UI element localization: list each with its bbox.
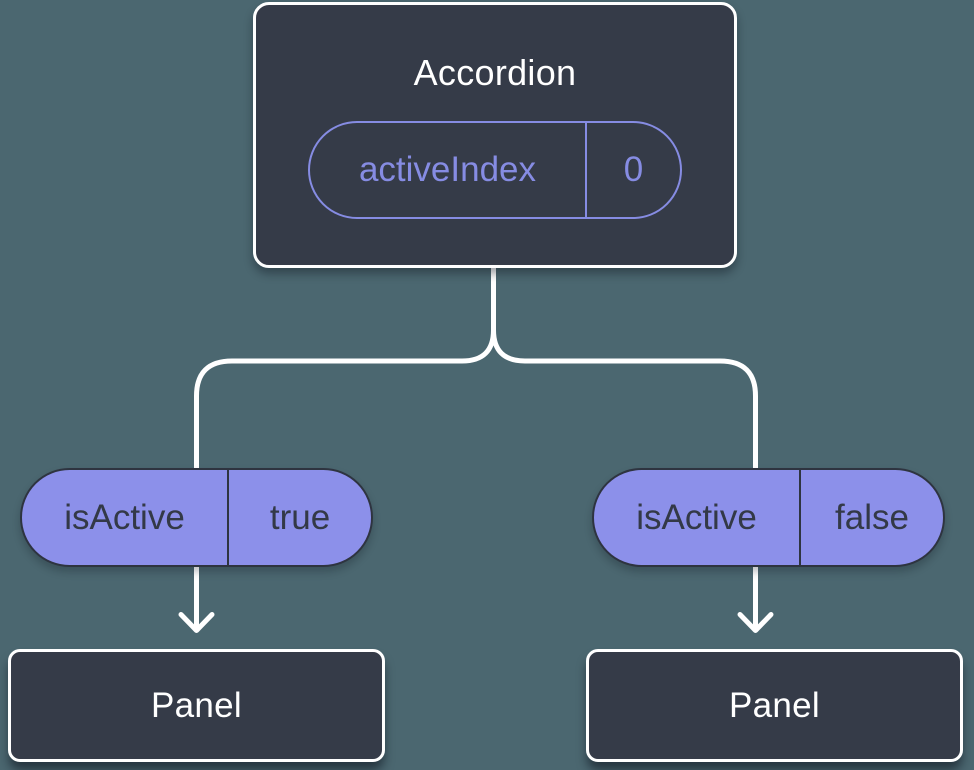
state-pill-divider [585,123,587,217]
panel-node-left: Panel [8,649,385,762]
accordion-node-title: Accordion [413,52,577,93]
prop-value: true [269,497,331,537]
prop-value: false [835,497,909,537]
connector-right-branch [491,265,758,631]
prop-pill-divider [799,470,801,565]
panel-node-right: Panel [586,649,963,762]
connector-left-branch [194,265,496,631]
prop-name: isActive [636,497,757,537]
prop-name: isActive [64,497,185,537]
state-value: 0 [623,150,644,189]
panel-node-title: Panel [150,685,243,725]
panel-node-title: Panel [728,685,821,725]
state-name: activeIndex [358,150,537,189]
accordion-node: Accordion activeIndex 0 [253,2,737,268]
arrowhead-right-icon [737,612,774,633]
prop-pill-right: isActive false [592,468,945,567]
prop-pill-left: isActive true [20,468,373,567]
prop-pill-divider [227,470,229,565]
arrowhead-left-icon [178,612,215,633]
state-pill: activeIndex 0 [308,121,682,219]
